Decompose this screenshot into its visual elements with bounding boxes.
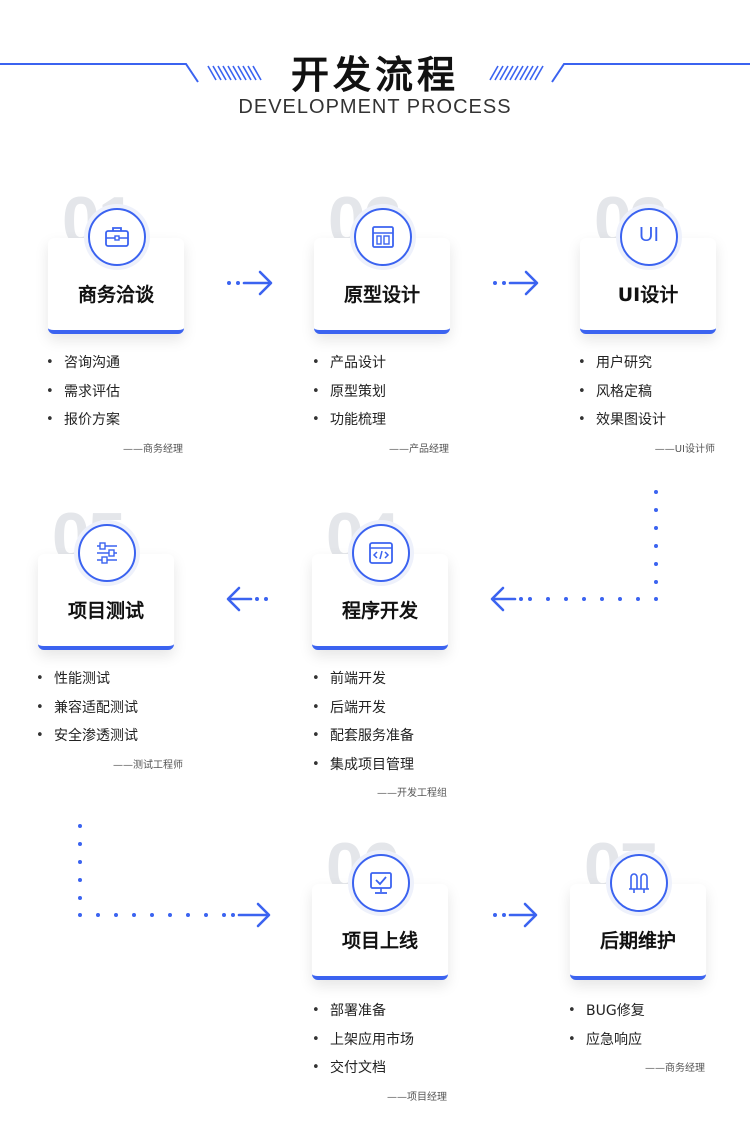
step-owner: ——商务经理 (123, 443, 183, 455)
step-03: 03 UI UI设计 (580, 183, 716, 342)
step-title: 原型设计 (343, 284, 420, 306)
list-item: 安全渗透测试 (36, 722, 206, 751)
step-03-list: 用户研究 风格定稿 效果图设计 ——UI设计师 (578, 349, 748, 455)
step-icon-circle: UI (620, 208, 678, 266)
list-item: 风格定稿 (578, 378, 748, 407)
step-icon-circle (610, 854, 668, 912)
list-item: 后端开发 (312, 694, 482, 723)
step-01-list: 咨询沟通 需求评估 报价方案 ——商务经理 (46, 349, 216, 455)
step-icon-circle (354, 208, 412, 266)
list-item: 咨询沟通 (46, 349, 216, 378)
step-icon-circle (78, 524, 136, 582)
step-owner: ——测试工程师 (113, 759, 183, 771)
list-item: 前端开发 (312, 665, 482, 694)
page-title: 开发流程 (290, 53, 459, 97)
list-item: 需求评估 (46, 378, 216, 407)
step-02: 02 原型设计 (314, 183, 450, 342)
step-title: 后期维护 (599, 930, 676, 952)
step-05: 05 项目测试 (38, 499, 174, 658)
list-item: 报价方案 (46, 406, 216, 435)
list-item: 效果图设计 (578, 406, 748, 435)
list-item: 兼容适配测试 (36, 694, 206, 723)
layout-icon (372, 226, 394, 248)
list-item: 应急响应 (568, 1026, 738, 1055)
list-item: 原型策划 (312, 378, 482, 407)
list-item: 集成项目管理 (312, 751, 482, 780)
ui-icon: UI (639, 224, 659, 246)
step-06-list: 部署准备 上架应用市场 交付文档 ——项目经理 (312, 997, 482, 1103)
step-title: UI设计 (617, 284, 679, 306)
list-item: 配套服务准备 (312, 722, 482, 751)
step-owner: ——项目经理 (387, 1091, 447, 1103)
page-subtitle: DEVELOPMENT PROCESS (238, 96, 512, 118)
step-title: 商务洽谈 (77, 284, 154, 306)
step-owner: ——UI设计师 (654, 443, 715, 455)
header-decoration (0, 63, 750, 83)
step-07: 07 后期维护 (570, 829, 706, 988)
step-title: 项目测试 (67, 600, 144, 622)
list-item: 功能梳理 (312, 406, 482, 435)
list-item: 交付文档 (312, 1054, 482, 1083)
step-title: 程序开发 (341, 600, 418, 622)
sliders-icon (97, 542, 117, 564)
step-icon-circle (352, 524, 410, 582)
step-icon-circle (88, 208, 146, 266)
code-window-icon (369, 542, 393, 564)
step-owner: ——商务经理 (645, 1063, 705, 1074)
step-04-list: 前端开发 后端开发 配套服务准备 集成项目管理 ——开发工程组 (312, 665, 482, 799)
list-item: 上架应用市场 (312, 1026, 482, 1055)
step-owner: ——产品经理 (389, 443, 449, 455)
list-item: 产品设计 (312, 349, 482, 378)
step-05-list: 性能测试 兼容适配测试 安全渗透测试 ——测试工程师 (36, 665, 206, 771)
list-item: 用户研究 (578, 349, 748, 378)
step-06: 06 项目上线 (312, 829, 448, 988)
list-item: 性能测试 (36, 665, 206, 694)
list-item: BUG修复 (568, 997, 738, 1026)
step-07-list: BUG修复 应急响应 ——商务经理 (568, 997, 738, 1074)
step-owner: ——开发工程组 (377, 788, 447, 799)
step-01: 01 商务洽谈 (48, 183, 184, 342)
briefcase-icon (105, 227, 129, 247)
step-02-list: 产品设计 原型策划 功能梳理 ——产品经理 (312, 349, 482, 455)
monitor-check-icon (370, 872, 392, 894)
maintenance-icon (629, 873, 649, 893)
step-04: 04 程序开发 (312, 499, 448, 658)
step-title: 项目上线 (341, 930, 418, 952)
list-item: 部署准备 (312, 997, 482, 1026)
step-icon-circle (352, 854, 410, 912)
